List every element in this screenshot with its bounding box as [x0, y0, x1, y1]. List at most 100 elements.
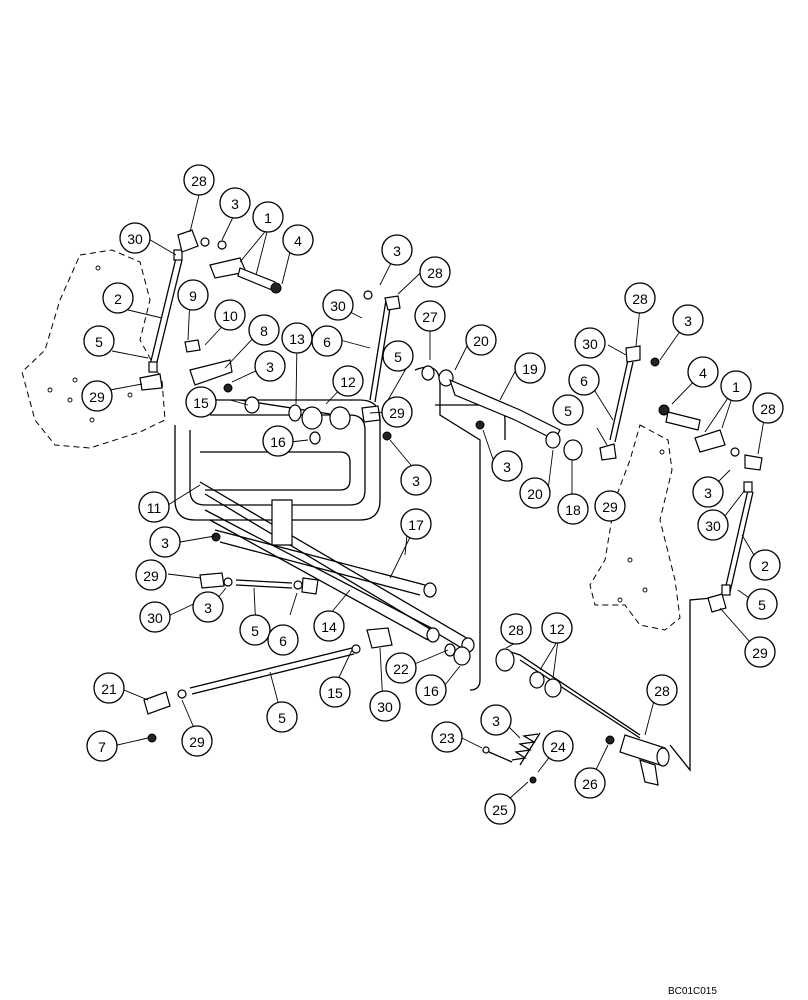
svg-text:16: 16: [270, 434, 286, 450]
svg-text:3: 3: [704, 485, 712, 501]
svg-text:2: 2: [114, 291, 122, 307]
svg-text:6: 6: [323, 334, 331, 350]
callout-6: 6: [311, 325, 343, 357]
svg-text:27: 27: [422, 309, 438, 325]
svg-text:17: 17: [408, 517, 424, 533]
svg-text:13: 13: [289, 331, 305, 347]
drawing-code: BC01C015: [668, 986, 717, 997]
svg-text:22: 22: [393, 661, 409, 677]
svg-text:5: 5: [278, 710, 286, 726]
callout-6: 6: [568, 364, 600, 396]
callout-3: 3: [254, 350, 286, 382]
svg-text:28: 28: [508, 622, 524, 638]
svg-text:28: 28: [427, 265, 443, 281]
svg-text:15: 15: [193, 395, 209, 411]
callout-5: 5: [83, 325, 115, 357]
svg-text:14: 14: [321, 619, 337, 635]
svg-text:5: 5: [564, 403, 572, 419]
callout-12: 12: [541, 612, 573, 644]
callout-3: 3: [149, 526, 181, 558]
callout-30: 30: [322, 289, 354, 321]
svg-text:1: 1: [264, 210, 272, 226]
svg-text:28: 28: [191, 173, 207, 189]
svg-text:3: 3: [684, 313, 692, 329]
right-hardware: [658, 404, 763, 471]
left-vertical-rod: [139, 229, 199, 391]
lower-left-rod: [199, 532, 319, 606]
callout-27: 27: [414, 300, 446, 332]
svg-text:16: 16: [423, 683, 439, 699]
svg-text:29: 29: [89, 389, 105, 405]
callout-13: 13: [281, 322, 313, 354]
callout-16: 16: [415, 674, 447, 706]
svg-text:6: 6: [580, 373, 588, 389]
callout-17: 17: [400, 508, 432, 540]
callout-21: 21: [93, 672, 125, 704]
svg-text:4: 4: [294, 233, 302, 249]
callout-29: 29: [594, 490, 626, 522]
rod-cluster: [199, 481, 475, 653]
callout-5: 5: [552, 394, 584, 426]
svg-text:29: 29: [602, 499, 618, 515]
top-left-hardware: [184, 237, 282, 393]
callout-20: 20: [465, 324, 497, 356]
callout-23: 23: [431, 721, 463, 753]
svg-text:26: 26: [582, 776, 598, 792]
callout-3: 3: [192, 591, 224, 623]
callout-29: 29: [81, 380, 113, 412]
callout-30: 30: [369, 690, 401, 722]
svg-text:3: 3: [393, 243, 401, 259]
callout-30: 30: [697, 509, 729, 541]
callout-3: 3: [381, 234, 413, 266]
tube-loop: [174, 399, 381, 521]
svg-text:3: 3: [503, 459, 511, 475]
callout-30: 30: [119, 222, 151, 254]
svg-text:3: 3: [492, 713, 500, 729]
callout-3: 3: [692, 476, 724, 508]
callout-3: 3: [491, 450, 523, 482]
spring-part: [482, 732, 541, 784]
callout-10: 10: [214, 299, 246, 331]
svg-text:3: 3: [266, 359, 274, 375]
svg-text:30: 30: [705, 518, 721, 534]
callout-15: 15: [319, 676, 351, 708]
callout-3: 3: [400, 464, 432, 496]
svg-text:5: 5: [95, 334, 103, 350]
callout-11: 11: [138, 491, 170, 523]
svg-text:2: 2: [761, 558, 769, 574]
upper-bar: [421, 365, 583, 461]
svg-text:5: 5: [758, 597, 766, 613]
svg-text:20: 20: [527, 486, 543, 502]
svg-text:30: 30: [377, 699, 393, 715]
svg-text:29: 29: [389, 405, 405, 421]
svg-text:23: 23: [439, 730, 455, 746]
callout-1: 1: [720, 370, 752, 402]
cylinder-part: [605, 734, 670, 786]
svg-text:7: 7: [98, 739, 106, 755]
callout-3: 3: [219, 187, 251, 219]
callout-9: 9: [177, 279, 209, 311]
upper-shaft: [239, 396, 351, 445]
callout-2: 2: [102, 282, 134, 314]
svg-text:10: 10: [222, 308, 238, 324]
long-lower-rod: [143, 627, 393, 743]
svg-text:28: 28: [654, 683, 670, 699]
svg-text:29: 29: [752, 645, 768, 661]
svg-text:5: 5: [251, 623, 259, 639]
svg-text:28: 28: [760, 401, 776, 417]
svg-text:12: 12: [340, 374, 356, 390]
callout-5: 5: [382, 340, 414, 372]
svg-text:5: 5: [394, 349, 402, 365]
svg-text:29: 29: [189, 734, 205, 750]
svg-text:12: 12: [549, 621, 565, 637]
callout-1: 1: [252, 201, 284, 233]
callout-5: 5: [746, 588, 778, 620]
callout-29: 29: [181, 725, 213, 757]
svg-text:20: 20: [473, 333, 489, 349]
callout-15: 15: [185, 386, 217, 418]
svg-text:4: 4: [699, 365, 707, 381]
callout-4: 4: [282, 224, 314, 256]
callout-12: 12: [332, 365, 364, 397]
svg-text:9: 9: [189, 288, 197, 304]
